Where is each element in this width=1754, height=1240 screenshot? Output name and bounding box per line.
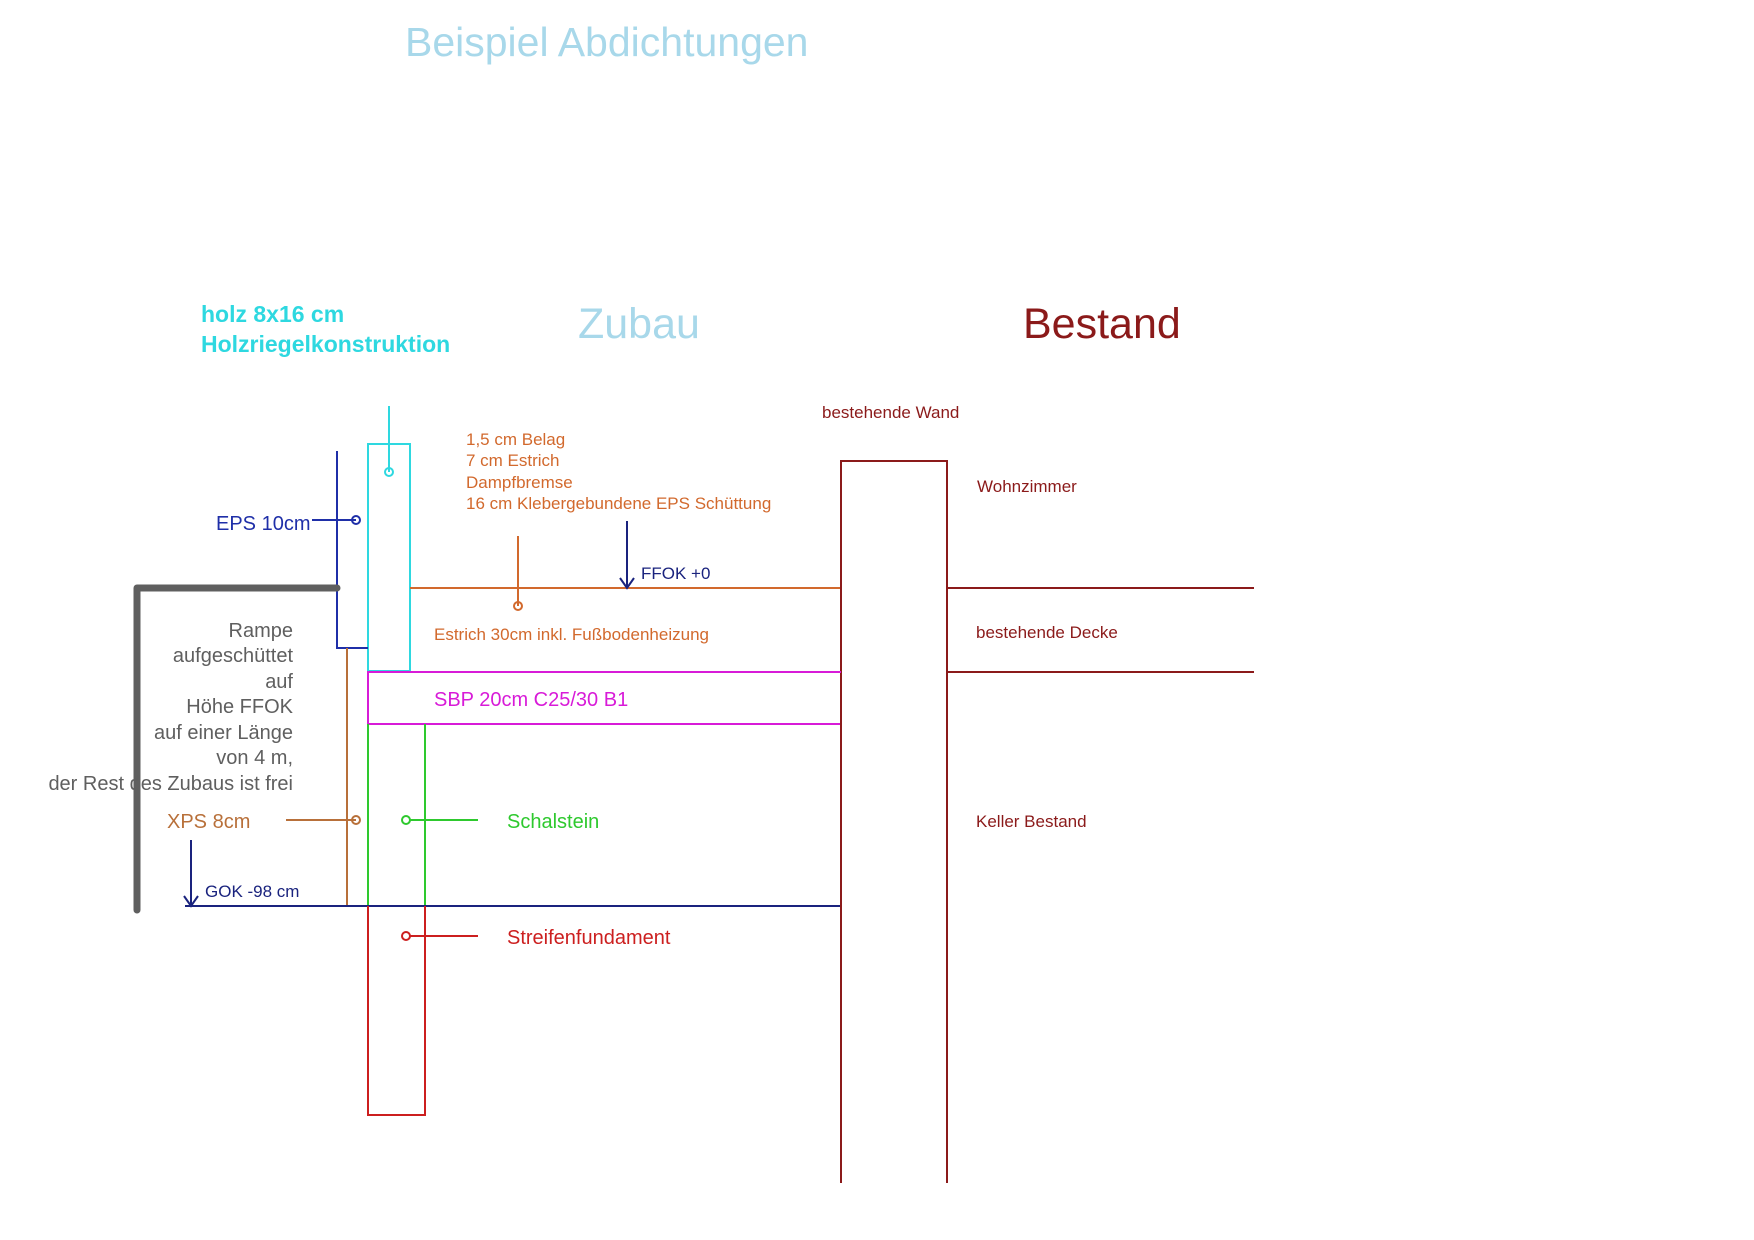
existing-wall-outline <box>840 460 948 1183</box>
xps-leader-dot <box>351 815 361 825</box>
layer-2: 7 cm Estrich <box>466 451 560 470</box>
strip-foundation-outline <box>367 906 426 1116</box>
schalstein-leader-dot <box>401 815 411 825</box>
layers-leader-dot <box>513 601 523 611</box>
gok-label: GOK -98 cm <box>205 882 299 901</box>
sbp-label: SBP 20cm C25/30 B1 <box>434 689 628 711</box>
eps-leader-dot <box>351 515 361 525</box>
bestand-heading: Bestand <box>1023 300 1181 348</box>
timber-label-line2: Holzriegelkonstruktion <box>201 331 450 357</box>
gok-arrow-head <box>183 895 199 908</box>
schalstein-label: Schalstein <box>507 811 599 833</box>
ramp-note-line6: von 4 m, <box>216 747 293 769</box>
basement-label: Keller Bestand <box>976 812 1087 831</box>
existing-wall-label: bestehende Wand <box>822 403 959 422</box>
zubau-heading: Zubau <box>578 300 700 348</box>
foundation-leader-dot <box>401 931 411 941</box>
estrich-label: Estrich 30cm inkl. Fußbodenheizung <box>434 625 709 644</box>
timber-post <box>367 443 411 672</box>
layer-1: 1,5 cm Belag <box>466 430 565 449</box>
ramp-note-line1: Rampe <box>229 620 293 642</box>
timber-label-line1: holz 8x16 cm <box>201 301 344 327</box>
layer-3: Dampfbremse <box>466 473 573 492</box>
xps-label: XPS 8cm <box>167 811 250 833</box>
ramp-note-line7: der Rest des Zubaus ist frei <box>48 773 293 795</box>
ramp-note-line4: Höhe FFOK <box>186 696 293 718</box>
eps-label: EPS 10cm <box>216 513 310 535</box>
timber-leader-dot <box>384 467 394 477</box>
ffok-label: FFOK +0 <box>641 564 710 583</box>
ramp-outline <box>133 584 341 914</box>
foundation-label: Streifenfundament <box>507 927 671 949</box>
ramp-note-line5: auf einer Länge <box>154 722 293 744</box>
ffok-arrow-head <box>619 577 635 590</box>
layer-4: 16 cm Klebergebundene EPS Schüttung <box>466 494 771 513</box>
ramp-note-line2: aufgeschüttet <box>173 645 294 667</box>
eps-insulation-outline <box>336 451 368 649</box>
ramp-note-line3: auf <box>265 671 293 693</box>
wohnzimmer-label: Wohnzimmer <box>977 477 1077 496</box>
drawing-title: Beispiel Abdichtungen <box>405 19 808 65</box>
existing-slab-label: bestehende Decke <box>976 623 1118 642</box>
